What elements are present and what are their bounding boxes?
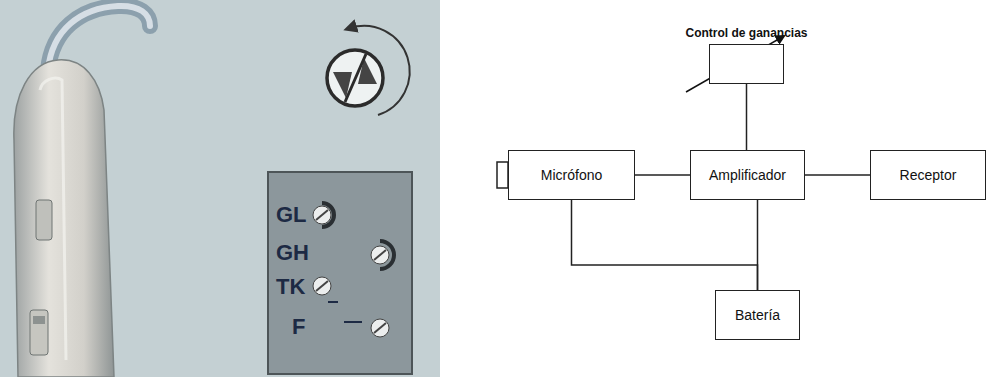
program-switch [30, 310, 48, 355]
trimmer-panel [268, 172, 412, 374]
trimmer-label: GH [276, 242, 309, 264]
trimmer-label: F [292, 316, 305, 338]
microphone-box: Micrófono [508, 150, 635, 200]
box-label: Batería [735, 307, 780, 323]
signal-wire [746, 84, 748, 150]
dash-mark [344, 321, 362, 323]
volume-switch [36, 200, 52, 240]
battery-box: Batería [715, 290, 800, 340]
trimmer-label: GL [276, 204, 307, 226]
symbol-triangle [358, 58, 377, 84]
variable-gain-arrow [686, 36, 784, 92]
hearing-aid-body [14, 60, 114, 377]
trimmer-screws [313, 206, 389, 337]
signal-wire [572, 200, 758, 290]
rotation-symbol [327, 50, 383, 106]
gain-control-box: Control de ganancias [709, 44, 784, 84]
symbol-slash [345, 54, 366, 102]
box-label: Receptor [900, 167, 957, 183]
amplifier-box: Amplificador [690, 150, 805, 200]
trimmer-label: TK [276, 276, 305, 298]
photo-shade [0, 0, 440, 377]
microphone-grille [497, 162, 508, 188]
box-label: Micrófono [541, 167, 602, 183]
signal-wire [805, 174, 870, 176]
receiver-box: Receptor [870, 150, 986, 200]
photo-ground [0, 0, 440, 377]
rotation-arrow [350, 26, 410, 115]
box-label: Amplificador [709, 167, 786, 183]
dash-mark [328, 301, 338, 303]
signal-wire [635, 174, 690, 176]
switch-detail [33, 316, 45, 324]
box-heading: Control de ganancias [685, 26, 807, 40]
